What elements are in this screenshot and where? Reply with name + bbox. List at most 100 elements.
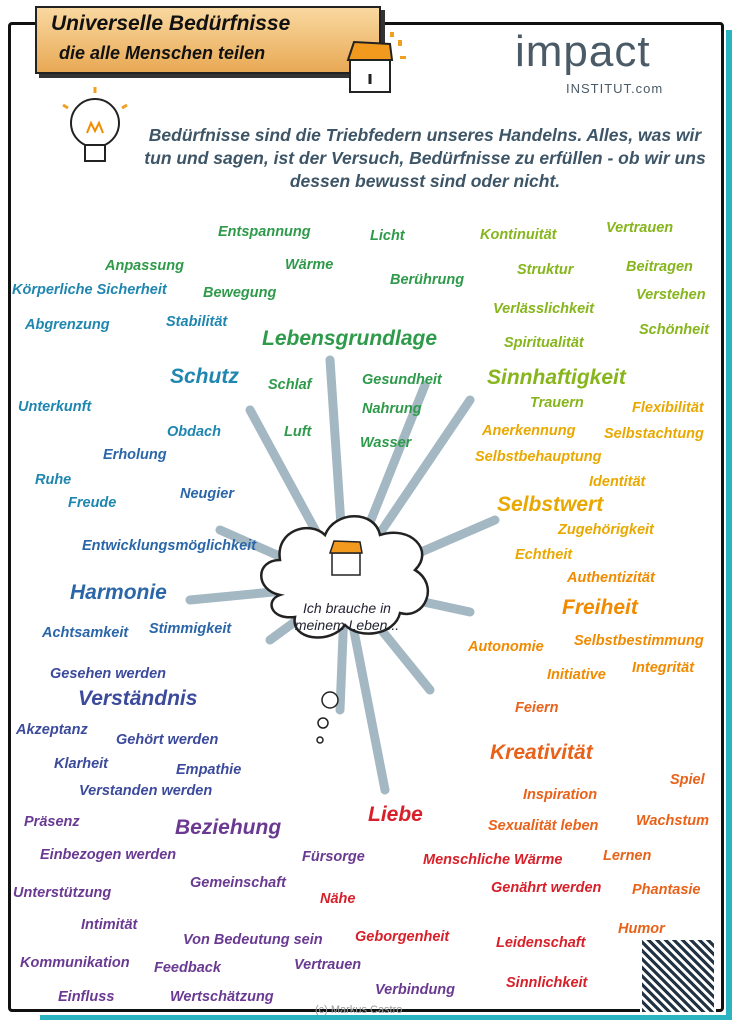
thought-cloud [260, 515, 429, 639]
need-word: Sinnlichkeit [506, 975, 588, 991]
need-word: Empathie [176, 762, 242, 778]
need-word: Selbstachtung [604, 426, 704, 442]
need-word: Vertrauen [606, 220, 674, 236]
need-word: Gehört werden [116, 732, 219, 748]
need-word: Von Bedeutung sein [183, 932, 323, 948]
category-heading: Sinnhaftigkeit [487, 366, 626, 389]
need-word: Trauern [530, 395, 584, 411]
need-word: Beitragen [626, 259, 693, 275]
need-word: Spiritualität [504, 335, 584, 351]
need-word: Licht [370, 228, 405, 244]
need-word: Gesundheit [362, 372, 442, 388]
need-word: Luft [284, 424, 312, 440]
need-word: Phantasie [632, 882, 701, 898]
need-word: Achtsamkeit [42, 625, 129, 641]
need-word: Verbindung [375, 982, 456, 998]
need-word: Wärme [285, 257, 334, 273]
need-word: Entspannung [218, 224, 311, 240]
need-word: Einbezogen werden [40, 847, 177, 863]
title-line-1: Universelle Bedürfnisse [51, 12, 291, 35]
need-word: Anpassung [105, 258, 184, 274]
need-word: Körperliche Sicherheit [12, 282, 167, 298]
need-word: Struktur [517, 262, 574, 278]
need-word: Intimität [81, 917, 138, 933]
need-word: Flexibilität [632, 400, 704, 416]
need-word: Spiel [670, 772, 705, 788]
need-word: Lernen [603, 848, 652, 864]
need-word: Klarheit [54, 756, 108, 772]
need-word: Autonomie [468, 639, 544, 655]
need-word: Stabilität [166, 314, 228, 330]
category-heading: Verständnis [78, 687, 198, 710]
need-word: Wertschätzung [170, 989, 274, 1005]
need-word: Schönheit [639, 322, 710, 338]
need-word: Unterkunft [18, 399, 92, 415]
logo-subtitle: INSTITUT.com [566, 81, 664, 96]
need-word: Initiative [547, 667, 606, 683]
need-word: Wachstum [636, 813, 710, 829]
need-word: Anerkennung [482, 423, 576, 439]
accent-border-bottom [40, 1015, 730, 1020]
need-word: Neugier [180, 486, 234, 502]
need-word: Abgrenzung [25, 317, 110, 333]
need-word: Ruhe [35, 472, 72, 488]
need-word: Sexualität leben [488, 818, 599, 834]
need-word: Vertrauen [294, 957, 362, 973]
need-word: Verstanden werden [79, 783, 213, 799]
need-word: Echtheit [515, 547, 573, 563]
need-word: Präsenz [24, 814, 80, 830]
need-word: Gemeinschaft [190, 875, 286, 891]
need-word: Entwicklungsmöglichkeit [82, 538, 257, 554]
thought-bubbles [316, 691, 339, 744]
need-word: Bewegung [203, 285, 277, 301]
need-word: Identität [589, 474, 646, 490]
need-word: Selbstbestimmung [574, 633, 704, 649]
need-word: Feedback [154, 960, 221, 976]
need-word: Genährt werden [491, 880, 602, 896]
need-word: Leidenschaft [496, 935, 586, 951]
need-word: Selbstbehauptung [475, 449, 602, 465]
need-word: Stimmigkeit [149, 621, 232, 637]
need-word: Obdach [167, 424, 221, 440]
need-word: Inspiration [523, 787, 598, 803]
category-heading: Harmonie [70, 581, 167, 604]
need-word: Nahrung [362, 401, 422, 417]
need-word: Schlaf [268, 377, 312, 393]
need-word: Fürsorge [302, 849, 365, 865]
category-heading: Freiheit [562, 596, 638, 619]
need-word: Geborgenheit [355, 929, 450, 945]
impact-logo: impact [515, 30, 651, 74]
need-word: Erholung [103, 447, 167, 463]
need-word: Menschliche Wärme [423, 852, 563, 868]
copyright: (c) Markus Castro [315, 1004, 403, 1016]
logo-text: impact [515, 27, 651, 76]
category-heading: Lebensgrundlage [262, 327, 438, 350]
need-word: Berührung [390, 272, 465, 288]
need-word: Unterstützung [13, 885, 112, 901]
need-word: Humor [618, 921, 665, 937]
need-word: Kommunikation [20, 955, 130, 971]
need-word: Einfluss [58, 989, 115, 1005]
title-line-2: die alle Menschen teilen [59, 43, 266, 63]
need-word: Wasser [360, 435, 412, 451]
category-heading: Selbstwert [497, 493, 604, 516]
need-word: Nähe [320, 891, 356, 907]
need-word: Akzeptanz [16, 722, 88, 738]
treasure-chest-icon [346, 32, 406, 93]
need-word: Freude [68, 495, 117, 511]
title-banner: Universelle Bedürfnisse die alle Mensche… [35, 6, 381, 74]
need-word: Kontinuität [480, 227, 557, 243]
need-word: Authentizität [567, 570, 655, 586]
need-word: Integrität [632, 660, 695, 676]
intro-text: Bedürfnisse sind die Triebfedern unseres… [144, 125, 706, 191]
need-word: Verstehen [636, 287, 706, 303]
category-heading: Beziehung [175, 816, 282, 839]
accent-border [726, 30, 732, 1020]
need-word: Gesehen werden [50, 666, 167, 682]
need-word: Feiern [515, 700, 559, 716]
category-heading: Schutz [170, 365, 239, 388]
category-heading: Liebe [368, 803, 423, 826]
qr-code[interactable] [640, 938, 716, 1014]
need-word: Verlässlichkeit [493, 301, 595, 317]
lightbulb-icon [62, 87, 128, 162]
